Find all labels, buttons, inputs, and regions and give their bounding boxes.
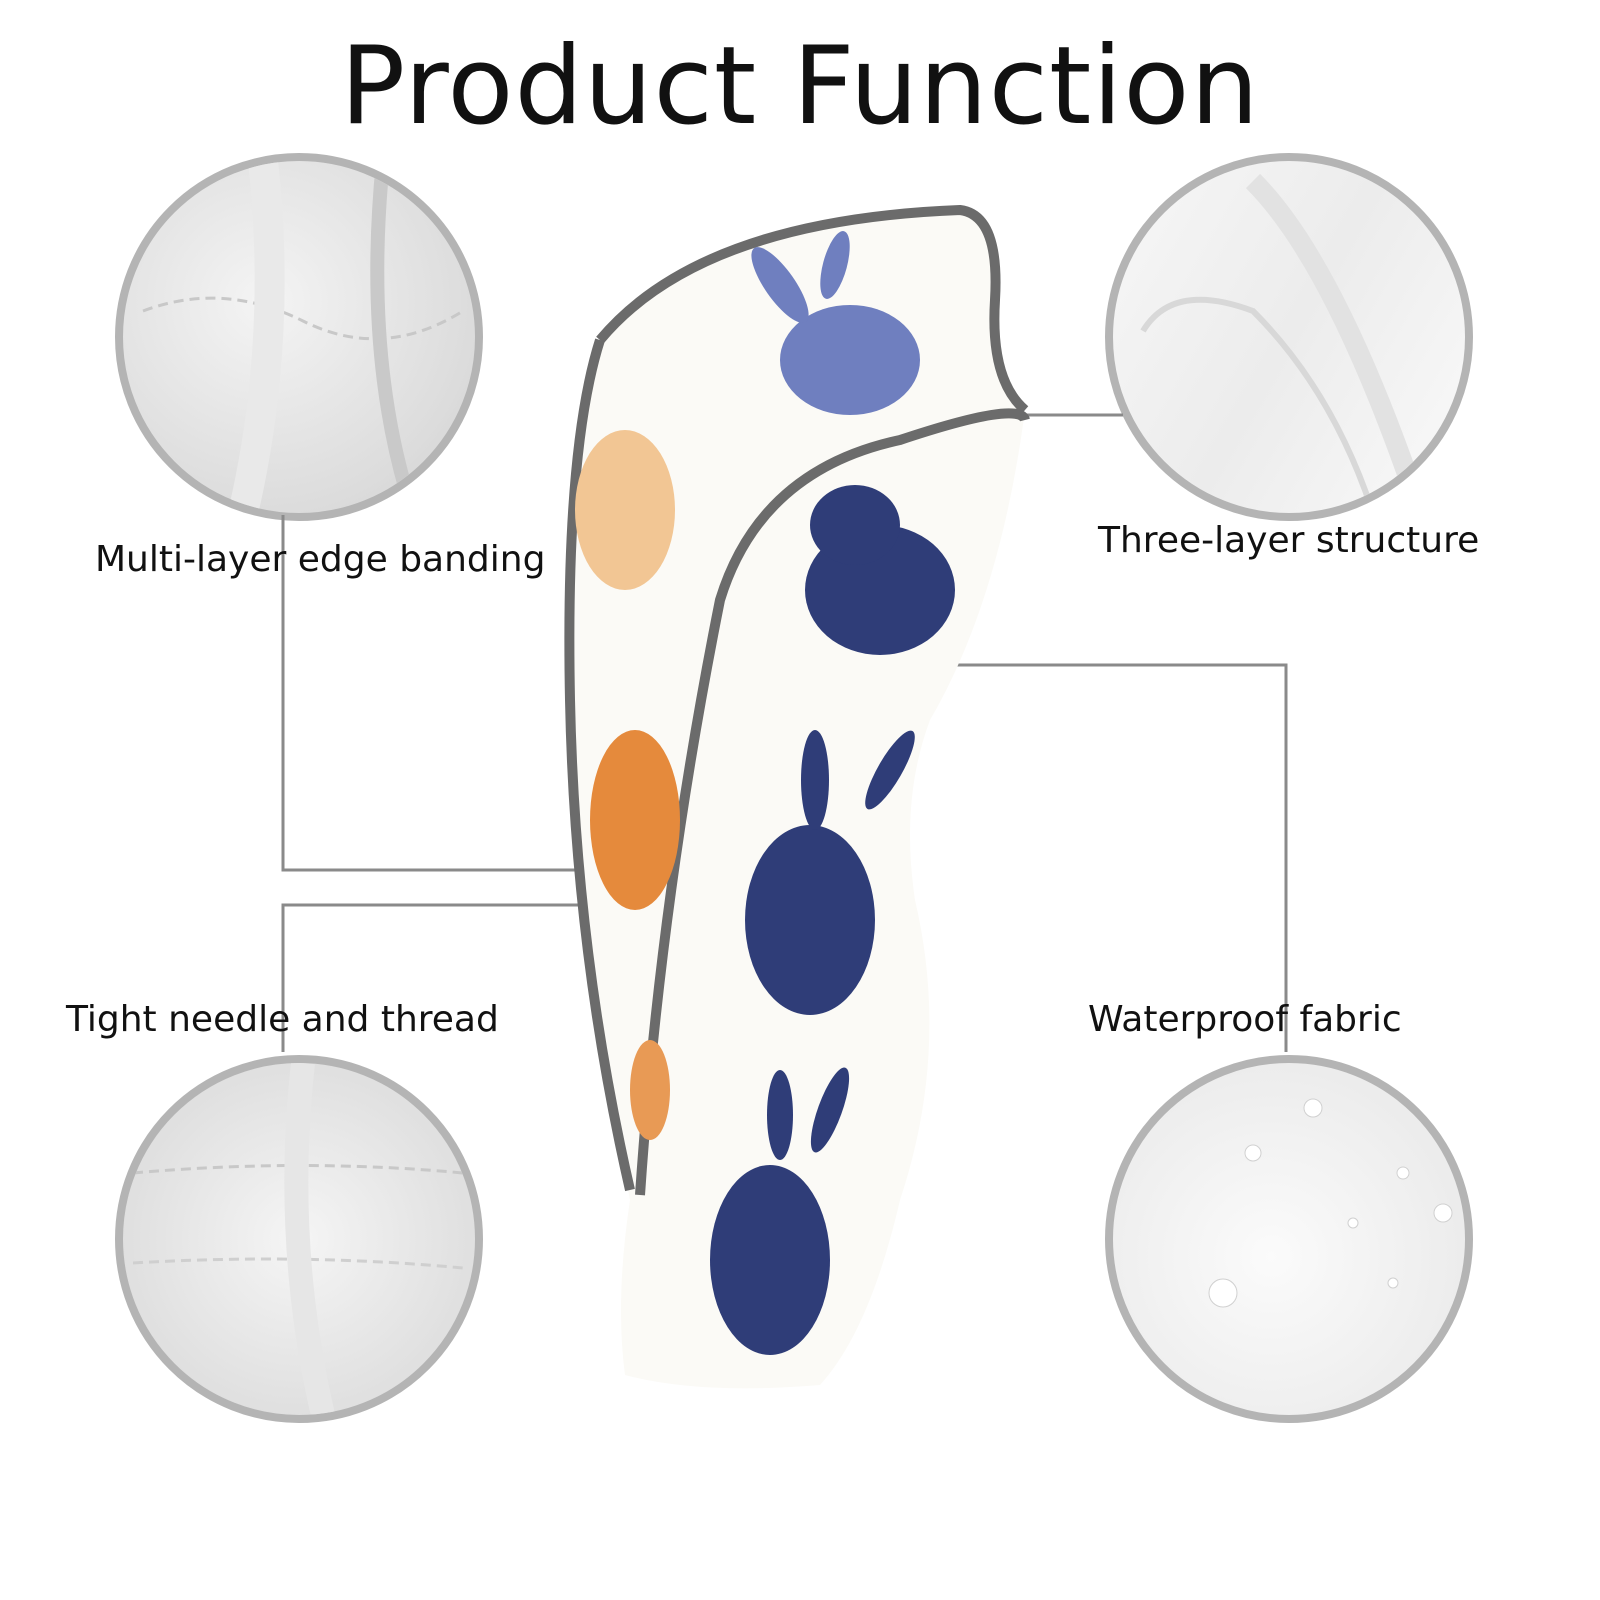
feature-label-three-layer: Three-layer structure — [1098, 520, 1480, 561]
orange-rabbit-pattern — [575, 430, 680, 1140]
feature-label-needle-thread: Tight needle and thread — [66, 999, 499, 1040]
waterproof-detail-image — [1105, 1055, 1473, 1423]
feature-label-edge-banding: Multi-layer edge banding — [95, 539, 546, 580]
edge-banding-detail-image — [115, 153, 483, 521]
feature-label-waterproof: Waterproof fabric — [1088, 999, 1402, 1040]
page-title: Product Function — [340, 24, 1260, 149]
golf-headcover — [564, 204, 1030, 1389]
callout-lines — [281, 413, 1288, 1052]
blue-rabbit-pattern — [751, 231, 920, 415]
three-layer-detail-image — [1105, 153, 1473, 521]
needle-thread-detail-image — [115, 1055, 483, 1423]
